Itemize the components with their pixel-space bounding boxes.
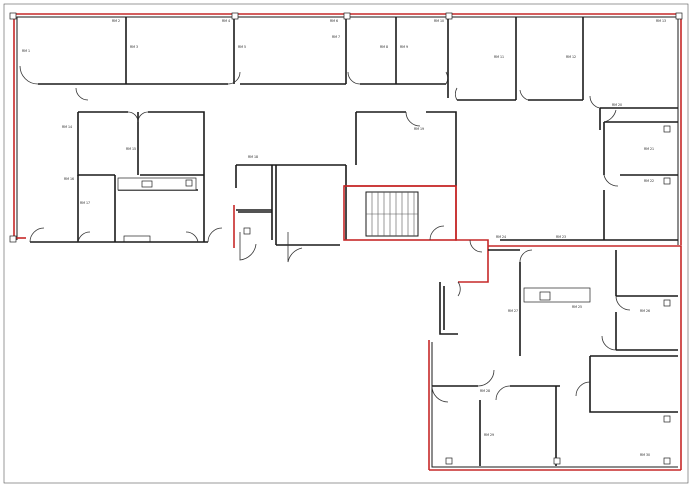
room-tag: RM 14 xyxy=(62,125,72,129)
room-tag: RM 26 xyxy=(640,309,650,313)
room-tag: RM 10 xyxy=(434,19,444,23)
room-tag: RM 11 xyxy=(494,55,504,59)
room-tag: RM 6 xyxy=(330,19,338,23)
room-tag: RM 22 xyxy=(644,179,654,183)
room-tags: RM 1 RM 2 RM 3 RM 4 RM 5 RM 6 RM 7 RM 8 … xyxy=(22,19,666,457)
room-tag: RM 18 xyxy=(248,155,258,159)
room-tag: RM 27 xyxy=(508,309,518,313)
room-tag: RM 7 xyxy=(332,35,340,39)
room-tag: RM 30 xyxy=(640,453,650,457)
sheet-border xyxy=(3,3,689,484)
room-tag: RM 4 xyxy=(222,19,230,23)
room-tag: RM 8 xyxy=(380,45,388,49)
room-tag: RM 2 xyxy=(112,19,120,23)
stair xyxy=(343,185,457,241)
doors xyxy=(19,65,631,403)
room-tag: RM 25 xyxy=(572,305,582,309)
room-tag: RM 29 xyxy=(484,433,494,437)
room-tag: RM 1 xyxy=(22,49,30,53)
north-offices xyxy=(38,17,678,130)
core-rooms xyxy=(235,111,457,246)
room-tag: RM 16 xyxy=(64,177,74,181)
east-rooms xyxy=(500,121,678,241)
west-rooms xyxy=(30,111,208,243)
south-wing xyxy=(432,249,678,466)
room-tag: RM 24 xyxy=(496,235,506,239)
room-tag: RM 23 xyxy=(556,235,566,239)
room-tag: RM 17 xyxy=(80,201,90,205)
fixtures xyxy=(9,12,683,465)
room-tag: RM 28 xyxy=(480,389,490,393)
room-tag: RM 12 xyxy=(566,55,576,59)
room-tag: RM 15 xyxy=(126,147,136,151)
room-tag: RM 19 xyxy=(414,127,424,131)
room-tag: RM 5 xyxy=(238,45,246,49)
room-tag: RM 9 xyxy=(400,45,408,49)
room-tag: RM 21 xyxy=(644,147,654,151)
room-tag: RM 3 xyxy=(130,45,138,49)
room-tag: RM 20 xyxy=(612,103,622,107)
room-tag: RM 13 xyxy=(656,19,666,23)
